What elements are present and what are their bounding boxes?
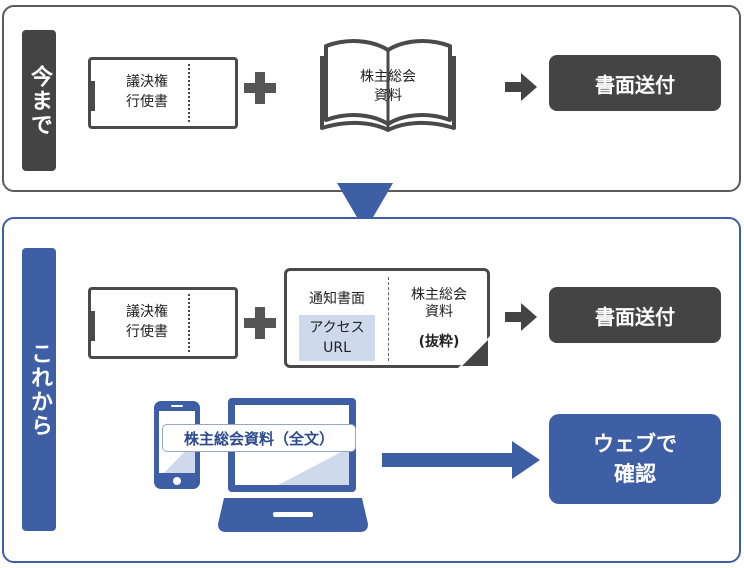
voting-form-ticket: 議決権 行使書 — [88, 57, 238, 129]
booklet-text: 株主総会 資料 — [360, 69, 416, 104]
down-triangle-icon — [337, 183, 393, 231]
arrow-right-icon — [505, 73, 537, 101]
plus-icon — [244, 307, 276, 339]
ticket-text: 議決権 行使書 — [126, 74, 168, 110]
ticket-tab — [88, 81, 95, 111]
ticket-tab — [88, 311, 95, 341]
web-confirm-box: ウェブで 確認 — [549, 414, 721, 504]
long-arrow-right-icon — [382, 441, 540, 479]
book-icon — [320, 39, 456, 132]
web-materials-label: 株主総会資料（全文） — [162, 424, 356, 452]
future-label: これから — [22, 248, 56, 531]
notice-materials: 株主総会 資料 — [411, 287, 467, 320]
ticket-perforation — [188, 294, 190, 352]
access-url-box: アクセス URL — [299, 315, 375, 361]
plus-icon — [244, 72, 276, 104]
laptop-icon — [218, 398, 368, 532]
notice-excerpt: (抜粋) — [418, 334, 460, 350]
ticket-text: 議決権 行使書 — [126, 304, 168, 340]
mail-delivery-box: 書面送付 — [549, 55, 721, 111]
ticket-perforation — [188, 64, 190, 122]
notice-title: 通知書面 — [309, 291, 365, 307]
folded-corner-icon — [458, 336, 490, 368]
mail-delivery-box-future: 書面送付 — [549, 287, 721, 343]
voting-form-ticket-future: 議決権 行使書 — [88, 287, 238, 359]
notice-document: 通知書面 アクセス URL 株主総会 資料 (抜粋) — [284, 268, 490, 368]
current-label: 今まで — [22, 30, 56, 171]
notice-divider — [388, 277, 389, 361]
arrow-right-icon — [505, 303, 537, 331]
